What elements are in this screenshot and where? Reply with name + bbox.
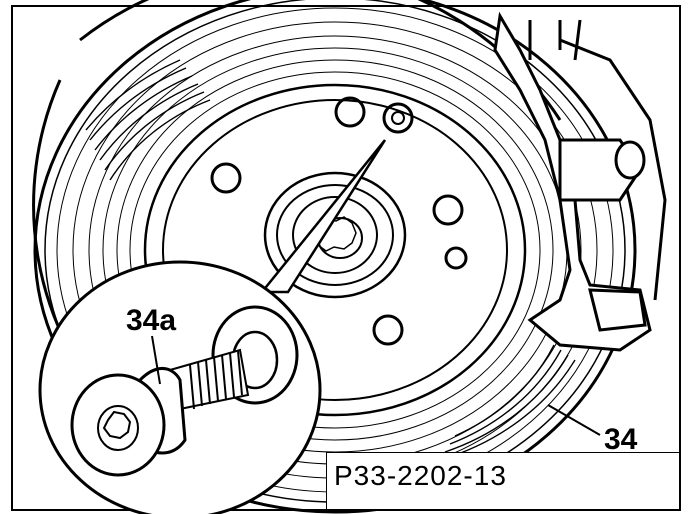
- figure-border: [11, 5, 681, 511]
- lug-hole: [444, 246, 468, 270]
- wheel-hub: [263, 171, 407, 299]
- detail-leader: [259, 139, 387, 294]
- leader-34: [547, 404, 601, 436]
- label-34a: 34a: [126, 304, 177, 337]
- lug-hole-inner: [391, 111, 405, 125]
- lug-hole: [382, 102, 414, 134]
- lug-hole: [210, 162, 242, 194]
- leader-34a: [151, 335, 161, 385]
- brake-caliper: [493, 11, 667, 352]
- label-34: 34: [604, 423, 638, 456]
- label-leaders: [151, 335, 601, 436]
- figure-code: P33-2202-13: [334, 460, 507, 491]
- bolt-head: [70, 367, 187, 477]
- figure-code-box: [326, 452, 679, 509]
- detail-magnifier: [38, 260, 322, 514]
- lug-hole: [432, 194, 464, 226]
- lug-hole: [334, 96, 366, 128]
- lug-holes: [210, 96, 468, 346]
- lug-hole: [372, 314, 404, 346]
